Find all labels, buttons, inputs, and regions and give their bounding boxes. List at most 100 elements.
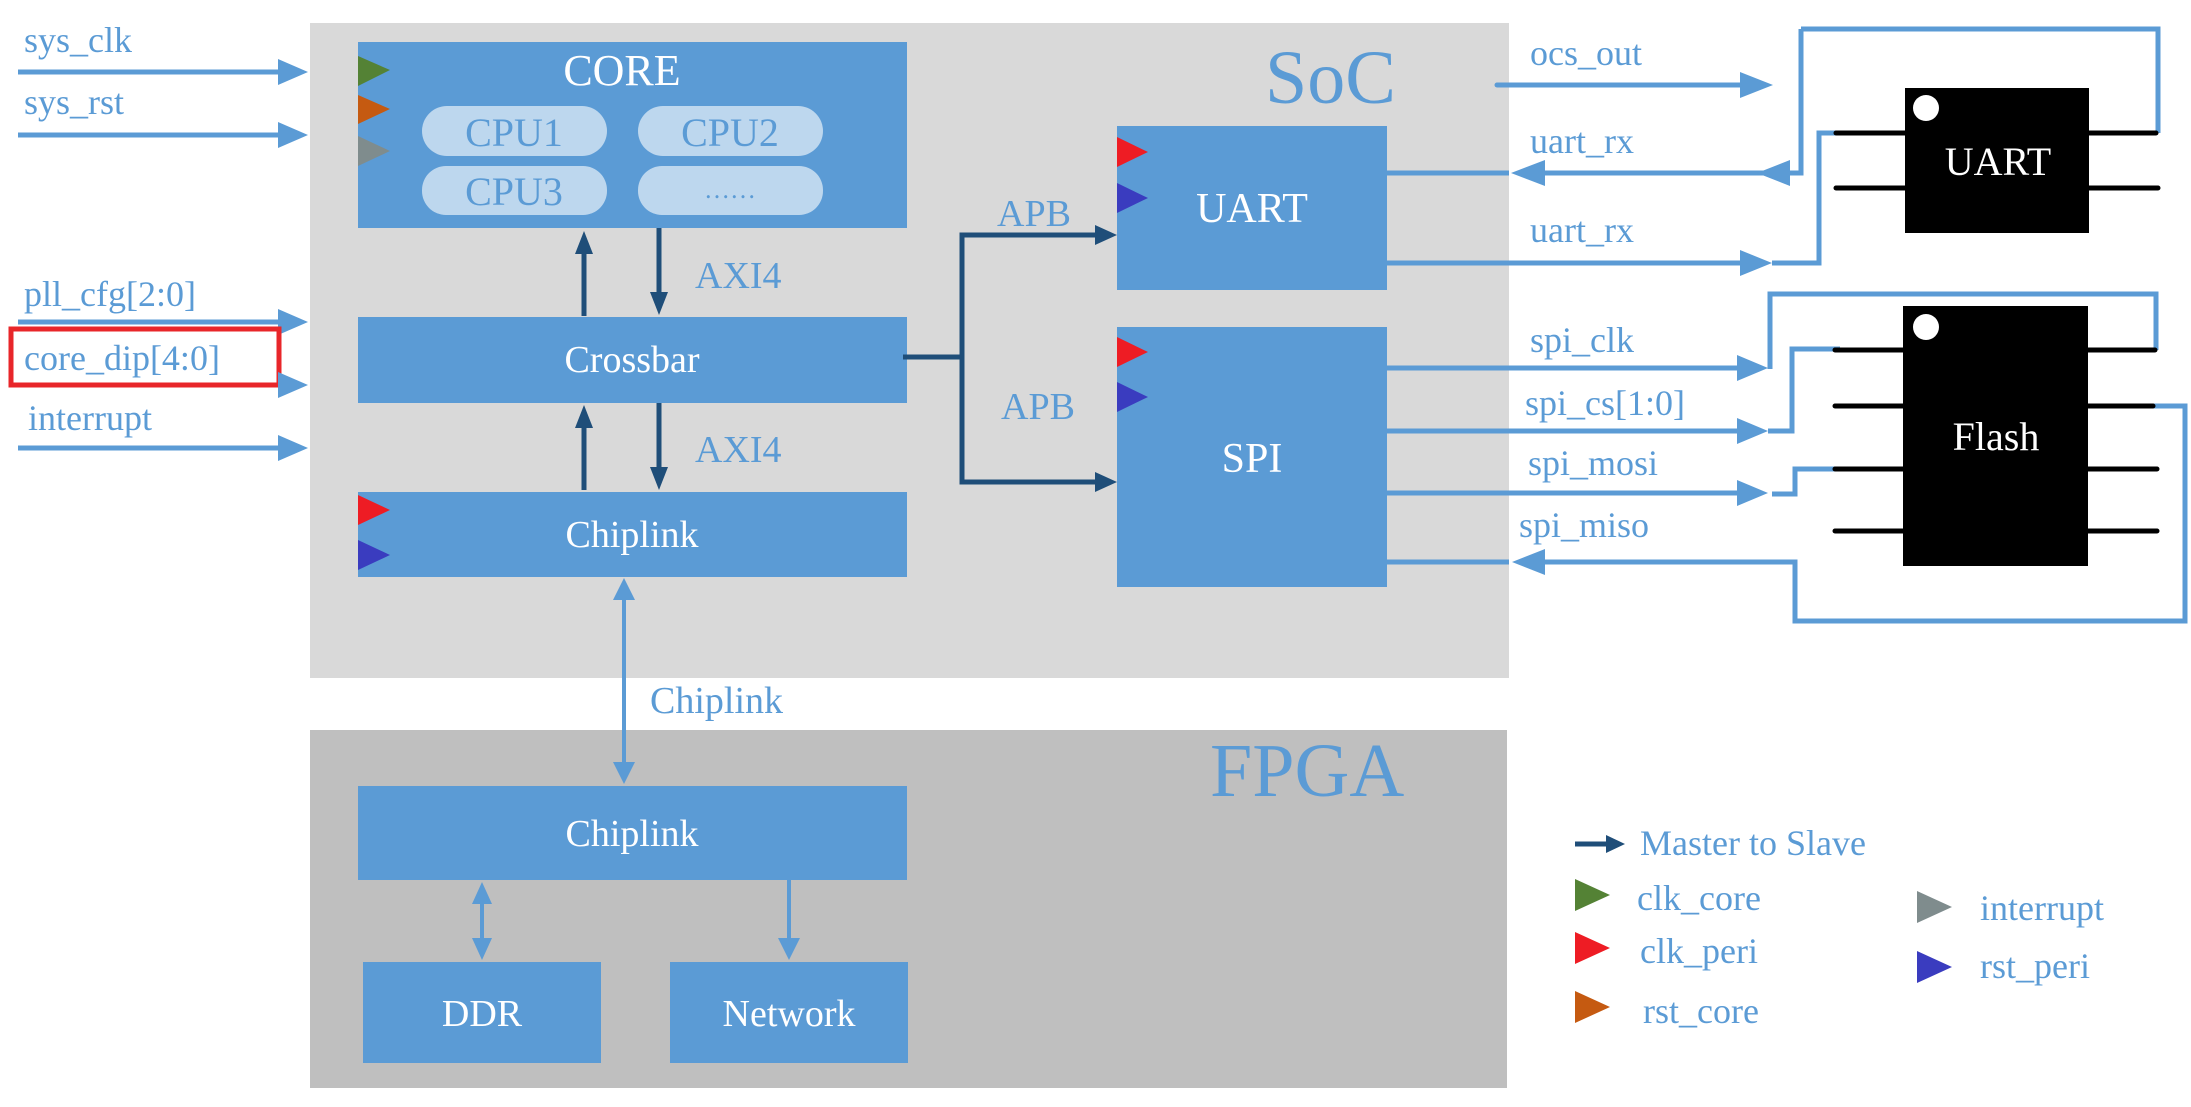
cpu-pill[interactable] [638,106,823,156]
cpu-label: CPU1 [465,110,563,155]
arrow-left-icon [1511,160,1545,186]
input-sys-clk: sys_clk [18,20,308,85]
fpga-title: FPGA [1210,729,1404,813]
soc-chiplink-block[interactable]: Chiplink [358,492,907,577]
arrow-right-icon [1737,418,1768,444]
legend-rst-core: rst_core [1575,991,1759,1031]
spi-block[interactable]: SPI [1117,327,1387,587]
fpga-network-link [778,880,800,960]
arrow-left-icon [1757,160,1790,186]
signal-line [1772,130,1840,266]
bus-label: APB [997,193,1071,235]
bus-label: AXI4 [695,429,782,471]
rst-peri-triangle-icon [1917,951,1952,983]
cpu-label: …… [704,175,756,204]
arrow-right-icon [278,372,308,398]
rst-core-triangle-icon [1575,991,1610,1023]
soc-title: SoC [1265,36,1396,120]
arrow-right-icon [1095,472,1117,492]
arrow-up-icon [575,231,593,254]
signal-line [1768,346,1840,434]
arrow-down-icon [650,467,668,490]
uart-block[interactable]: UART [1117,126,1387,290]
legend: Master to Slave clk_core clk_peri rst_co… [1575,823,2104,1031]
uart-label: UART [1196,186,1308,232]
cpu-pill[interactable] [638,166,823,215]
input-pll-cfg: pll_cfg[2:0] [18,274,308,335]
interrupt-triangle-icon [1917,891,1952,923]
rst-peri-triangle-icon [1117,183,1148,213]
chiplink-interconnect: Chiplink [613,578,783,784]
cpu-pill[interactable] [422,166,607,215]
arrow-down-icon [650,292,668,315]
input-core-dip: core_dip[4:0] [8,326,308,398]
fpga-ddr-link [472,882,492,960]
crossbar-box[interactable] [358,317,907,403]
clk-peri-triangle-icon [1117,337,1148,367]
output-spi-mosi: spi_mosi [1387,443,1840,506]
bus-label: AXI4 [695,255,782,297]
external-uart-chip[interactable]: UART [1833,88,2161,233]
chiplink-box[interactable] [358,492,907,577]
legend-label: rst_peri [1980,946,2090,986]
signal-line [1520,29,1804,176]
signal-line [1540,403,2188,624]
ddr-block[interactable]: DDR [363,962,601,1063]
axi4-crossbar-chiplink: AXI4 [575,403,782,490]
network-block[interactable]: Network [670,962,908,1063]
uart-box[interactable] [1117,126,1387,290]
network-box[interactable] [670,962,908,1063]
clk-core-triangle-icon [1575,879,1610,911]
spi-label: SPI [1222,436,1283,482]
fpga-chiplink-box[interactable] [358,786,907,880]
signal-line [1772,466,1840,497]
arrow-up-icon [613,578,635,600]
legend-label: interrupt [1980,888,2104,928]
arrow-right-icon [1095,225,1117,245]
bus-label: APB [1001,386,1075,428]
output-signals: ocs_out uart_rx uart_rx spi_clk [1387,26,2188,624]
arrow-right-icon [1606,835,1625,853]
input-interrupt: interrupt [18,398,308,461]
spi-box[interactable] [1117,327,1387,587]
legend-interrupt: interrupt [1917,888,2104,928]
uart-chip-label: UART [1945,139,2051,184]
arrow-up-icon [472,882,492,904]
arrow-down-icon [613,762,635,784]
arrow-right-icon [1737,480,1768,506]
pin1-dot-icon [1913,314,1939,340]
highlight-box [8,326,282,388]
ddr-box[interactable] [363,962,601,1063]
external-flash-chip[interactable]: Flash [1832,306,2160,566]
flash-chip-body[interactable] [1903,306,2088,566]
output-label: spi_cs[1:0] [1525,383,1685,423]
core-block[interactable]: CORE CPU1 CPU2 CPU3 …… [358,42,907,228]
chiplink-label: Chiplink [565,514,698,556]
legend-clk-peri: clk_peri [1575,931,1758,971]
clk-peri-triangle-icon [1575,932,1610,964]
input-label: interrupt [28,398,152,438]
input-signals: sys_clk sys_rst pll_cfg[2:0] core_dip[4:… [8,20,308,461]
legend-label: clk_peri [1640,931,1758,971]
arrow-right-icon [278,309,308,335]
bus-line [959,232,1097,485]
cpu-pill[interactable] [422,106,607,156]
crossbar-block[interactable]: Crossbar [358,317,907,403]
output-uart-rx-in: uart_rx [1387,26,2161,186]
pin1-dot-icon [1913,95,1939,121]
input-sys-rst: sys_rst [18,82,308,148]
arrow-right-icon [278,435,308,461]
output-label: spi_mosi [1528,443,1658,483]
output-label: uart_rx [1530,121,1634,161]
legend-label: rst_core [1643,991,1759,1031]
arrow-left-icon [1512,549,1545,575]
output-label: spi_clk [1530,320,1634,360]
rst-core-triangle-icon [358,95,390,124]
interrupt-triangle-icon [358,136,390,166]
rst-peri-triangle-icon [358,540,390,570]
fpga-chiplink-block[interactable]: Chiplink [358,786,907,880]
output-ocs-out: ocs_out [1494,33,1773,98]
flash-chip-label: Flash [1953,414,2040,459]
arrow-right-icon [278,59,308,85]
